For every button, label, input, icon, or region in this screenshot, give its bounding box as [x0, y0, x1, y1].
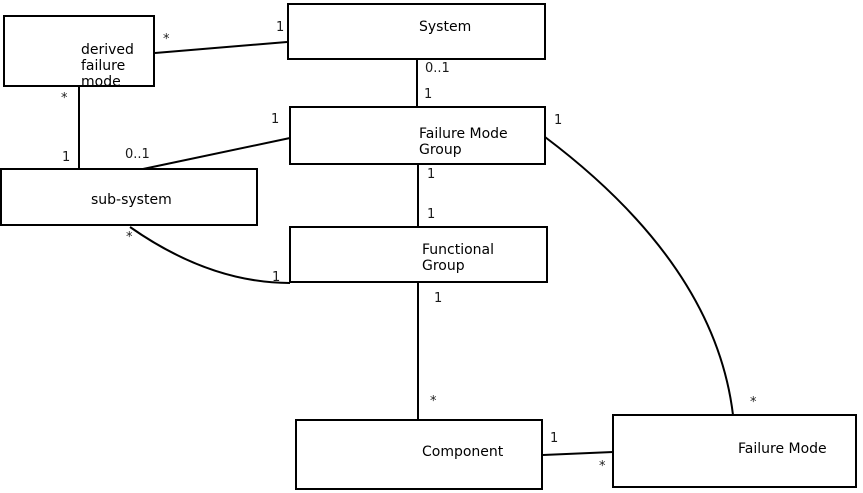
mult-fmg-fg-near-fg: 1: [427, 207, 436, 222]
node-component: Component: [295, 419, 543, 490]
node-component-label: Component: [422, 444, 504, 460]
mult-system-fmg-near-system: 0..1: [425, 61, 450, 76]
node-failure-mode-label: Failure Mode: [738, 441, 827, 457]
node-failure-mode-group-label: Failure Mode Group: [419, 126, 508, 158]
connector-failure-mode-group-failure-mode: [544, 136, 734, 416]
mult-fg-component-near-component: *: [430, 394, 437, 409]
node-system: System: [287, 3, 546, 60]
node-failure-mode-group: Failure Mode Group: [289, 106, 546, 165]
connector-sub-system-failure-mode-group: [142, 137, 291, 170]
mult-component-fm-near-component: 1: [550, 431, 559, 446]
node-functional-group: Functional Group: [289, 226, 548, 283]
connector-derived-failure-mode-system: [154, 41, 288, 54]
node-sub-system-label: sub-system: [91, 192, 172, 208]
mult-dfm-subsystem-near-dfm: *: [61, 91, 68, 106]
mult-fg-component-near-fg: 1: [434, 291, 443, 306]
mult-dfm-system-near-system: 1: [276, 20, 285, 35]
mult-subsystem-fg-near-subsystem: *: [126, 230, 133, 245]
mult-dfm-subsystem-near-subsystem: 1: [62, 150, 71, 165]
mult-dfm-system-near-dfm: *: [163, 32, 170, 47]
node-functional-group-label: Functional Group: [422, 242, 495, 274]
node-failure-mode: Failure Mode: [612, 414, 857, 488]
connector-sub-system-functional-group: [129, 226, 291, 284]
mult-fmg-fm-near-fmg: 1: [554, 113, 563, 128]
connector-component-failure-mode: [542, 451, 614, 456]
mult-subsystem-fg-near-fg: 1: [272, 270, 281, 285]
mult-subsystem-fmg-near-subsystem: 0..1: [125, 147, 150, 162]
mult-component-fm-near-fm: *: [599, 459, 606, 474]
mult-system-fmg-near-fmg: 1: [424, 87, 433, 102]
mult-fmg-fg-near-fmg: 1: [427, 167, 436, 182]
node-derived-failure-mode: derived failure mode: [3, 15, 155, 90]
node-derived-failure-mode-label: derived failure mode: [81, 42, 134, 90]
mult-subsystem-fmg-near-fmg: 1: [271, 112, 280, 127]
node-sub-system: sub-system: [0, 168, 258, 226]
node-system-label: System: [419, 19, 472, 35]
mult-fmg-fm-near-fm: *: [750, 395, 757, 410]
